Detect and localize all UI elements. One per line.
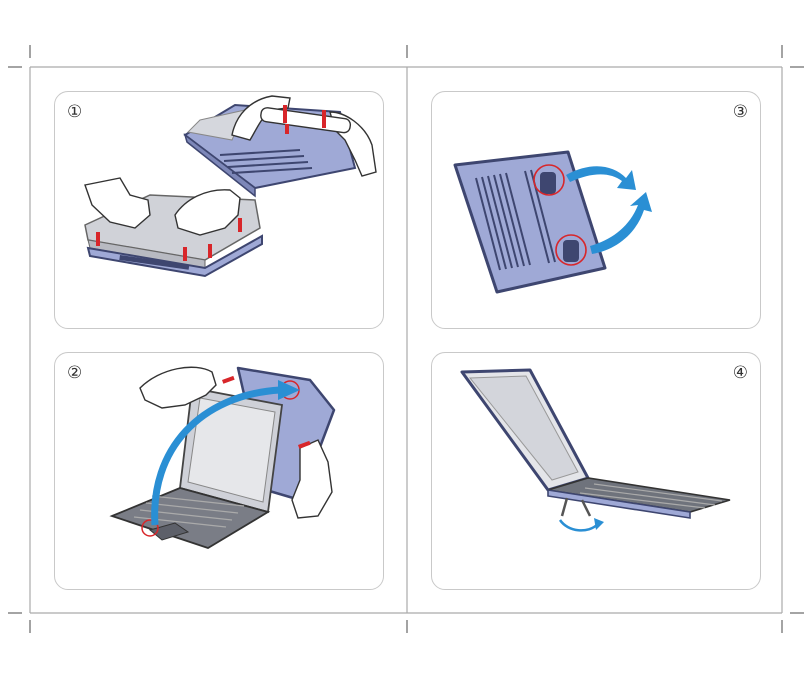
kickstand-icon bbox=[560, 497, 592, 517]
laptop-icon bbox=[460, 368, 731, 519]
hand-icon bbox=[139, 366, 333, 519]
circle-highlight-icon bbox=[141, 519, 159, 537]
step-number: ① bbox=[67, 102, 83, 122]
case-shell-icon bbox=[453, 150, 607, 294]
step-number: ② bbox=[67, 363, 83, 383]
crop-marks bbox=[8, 45, 804, 633]
step-number: ③ bbox=[732, 102, 748, 122]
arrow-icon bbox=[558, 518, 604, 532]
laptop-icon bbox=[109, 386, 284, 549]
arrow-icon bbox=[96, 218, 242, 261]
arrow-icon bbox=[151, 380, 300, 526]
step-number: ④ bbox=[732, 363, 748, 383]
circle-highlight-icon bbox=[533, 164, 587, 266]
hand-icon bbox=[84, 177, 241, 236]
circle-highlight-icon bbox=[283, 105, 326, 134]
arrow-icon bbox=[566, 166, 652, 254]
